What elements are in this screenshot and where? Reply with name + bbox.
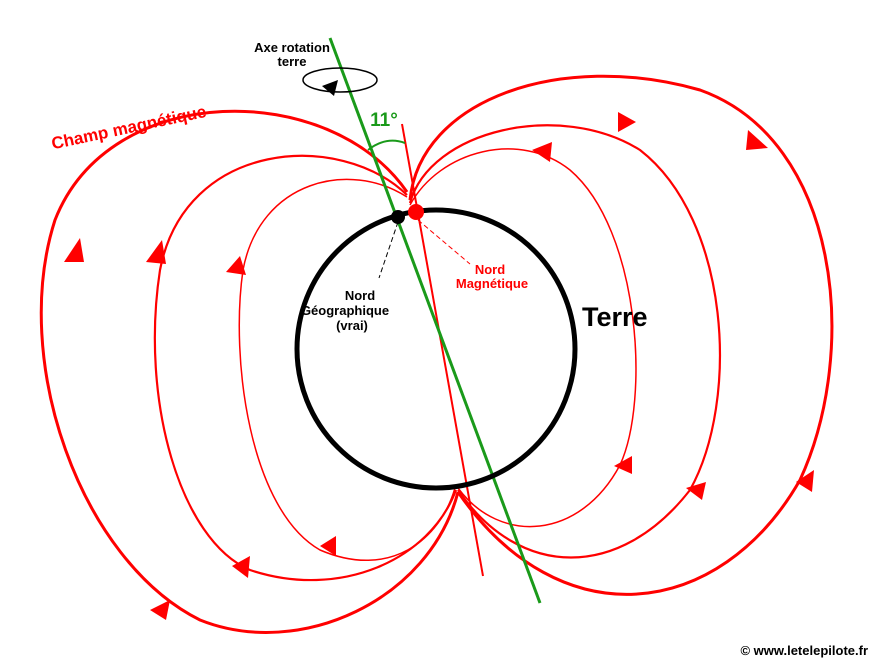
- earth-circle: [294, 207, 578, 491]
- geo-north-line2: Géographique: [301, 303, 389, 318]
- field-arrow-left-outer-bottom: [150, 600, 170, 620]
- earth-label: Terre: [582, 302, 648, 332]
- field-arrow-left-inner-top: [226, 256, 246, 275]
- field-arrow-left-middle-top: [146, 240, 166, 264]
- angle-arc: [367, 139, 406, 151]
- field-line-left-middle: [153, 154, 458, 582]
- axis-label-line2: terre: [278, 54, 307, 69]
- field-line-right-inner: [409, 148, 637, 528]
- field-arrow-right-inner-bottom: [614, 456, 632, 474]
- field-arrow-right-middle-bottom: [686, 482, 706, 500]
- mag-north-line2: Magnétique: [456, 276, 528, 291]
- field-arrow-right-middle-top: [618, 112, 636, 132]
- field-arrow-left-outer-top: [64, 238, 84, 262]
- rotation-ellipse: [302, 67, 378, 93]
- mag-north-line1: Nord: [475, 262, 505, 277]
- field-line-right-outer: [408, 74, 834, 596]
- field-arrow-left-inner-bottom: [320, 536, 336, 556]
- field-arrow-right-outer-top: [746, 130, 768, 150]
- geo-north-line3: (vrai): [336, 318, 368, 333]
- field-line-left-inner: [238, 178, 456, 561]
- angle-label: 11°: [370, 110, 398, 131]
- mag-leader-line: [417, 219, 471, 265]
- geo-leader-line: [378, 221, 399, 279]
- magnetic-north-dot: [408, 204, 424, 220]
- axis-label-line1: Axe rotation: [254, 40, 330, 55]
- field-label: Champ magnétique: [50, 102, 208, 153]
- field-line-right-middle: [408, 124, 722, 559]
- field-arrow-right-inner-top: [532, 142, 552, 162]
- field-line-left-outer: [39, 109, 460, 634]
- geographic-north-dot: [391, 210, 405, 224]
- copyright-label: © www.letelepilote.fr: [740, 643, 868, 658]
- magnetic-axis-line: [401, 123, 484, 577]
- field-arrow-right-outer-bottom: [796, 470, 814, 492]
- geo-north-line1: Nord: [345, 288, 375, 303]
- rotation-axis-line: [328, 37, 542, 604]
- field-arrow-left-middle-bottom: [232, 556, 250, 578]
- rotation-arrow-icon: [322, 80, 338, 96]
